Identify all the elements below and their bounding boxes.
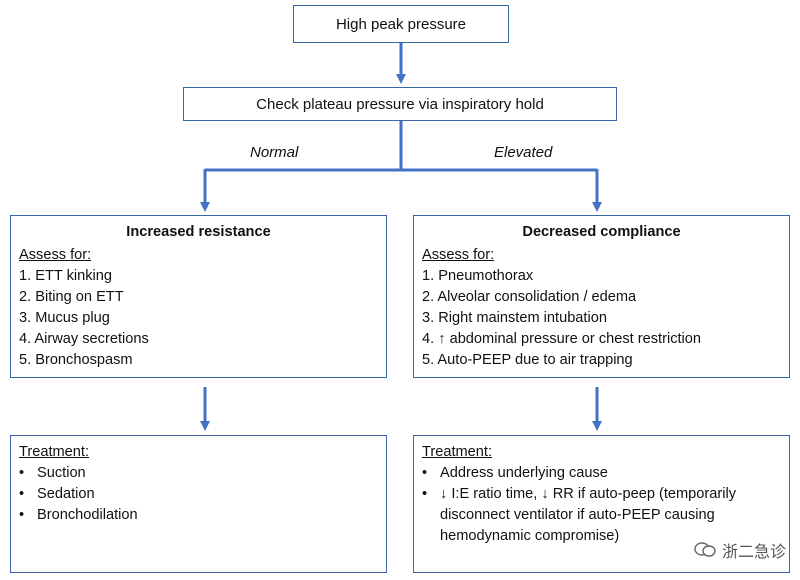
list-item: •Address underlying cause [422, 463, 781, 484]
panel-treatment-right: Treatment: •Address underlying cause •↓ … [413, 435, 790, 573]
list-item: 2. Alveolar consolidation / edema [422, 289, 637, 305]
bullet-icon: • [422, 465, 428, 481]
watermark: 浙二急诊 [694, 538, 786, 562]
treatment-list-right: •Address underlying cause •↓ I:E ratio t… [422, 463, 781, 547]
panel-title-increased-resistance: Increased resistance [126, 224, 271, 240]
list-item: •Suction [19, 463, 378, 484]
assess-label-left: Assess for: [19, 247, 92, 263]
branch-label-elevated: Elevated [494, 144, 553, 161]
node-high-peak-pressure-label: High peak pressure [335, 15, 467, 33]
node-high-peak-pressure: High peak pressure [293, 5, 509, 43]
treatment-label-left: Treatment: [19, 444, 90, 460]
watermark-text: 浙二急诊 [721, 544, 786, 561]
list-item: 2. Biting on ETT [19, 289, 124, 305]
bullet-icon: • [19, 486, 25, 502]
list-item: •↓ I:E ratio time, ↓ RR if auto-peep (te… [422, 484, 781, 547]
list-item: 1. Pneumothorax [422, 268, 534, 284]
branch-label-normal: Normal [250, 144, 299, 161]
list-item: 3. Right mainstem intubation [422, 310, 607, 326]
list-item: 4. Airway secretions [19, 331, 149, 347]
bullet-icon: • [19, 465, 25, 481]
bullet-icon: • [422, 486, 428, 502]
list-item: 4. ↑ abdominal pressure or chest restric… [422, 331, 702, 347]
list-item: 5. Auto-PEEP due to air trapping [422, 352, 633, 368]
assess-label-right: Assess for: [422, 247, 495, 263]
list-item: •Sedation [19, 484, 378, 505]
list-item: 1. ETT kinking [19, 268, 113, 284]
bullet-icon: • [19, 507, 25, 523]
panel-treatment-left: Treatment: •Suction •Sedation •Bronchodi… [10, 435, 387, 573]
panel-title-decreased-compliance: Decreased compliance [522, 224, 681, 240]
chat-bubbles-icon [694, 542, 716, 558]
node-check-plateau-pressure-label: Check plateau pressure via inspiratory h… [256, 95, 544, 113]
list-item: •Bronchodilation [19, 505, 378, 526]
treatment-label-right: Treatment: [422, 444, 493, 460]
list-item: 3. Mucus plug [19, 310, 110, 326]
node-check-plateau-pressure: Check plateau pressure via inspiratory h… [183, 87, 617, 121]
treatment-list-left: •Suction •Sedation •Bronchodilation [19, 463, 378, 526]
assess-list-left: 1. ETT kinking 2. Biting on ETT 3. Mucus… [19, 266, 378, 371]
assess-list-right: 1. Pneumothorax 2. Alveolar consolidatio… [422, 266, 781, 371]
panel-decreased-compliance: Decreased compliance Assess for: 1. Pneu… [413, 215, 790, 378]
list-item: 5. Bronchospasm [19, 352, 133, 368]
panel-increased-resistance: Increased resistance Assess for: 1. ETT … [10, 215, 387, 378]
